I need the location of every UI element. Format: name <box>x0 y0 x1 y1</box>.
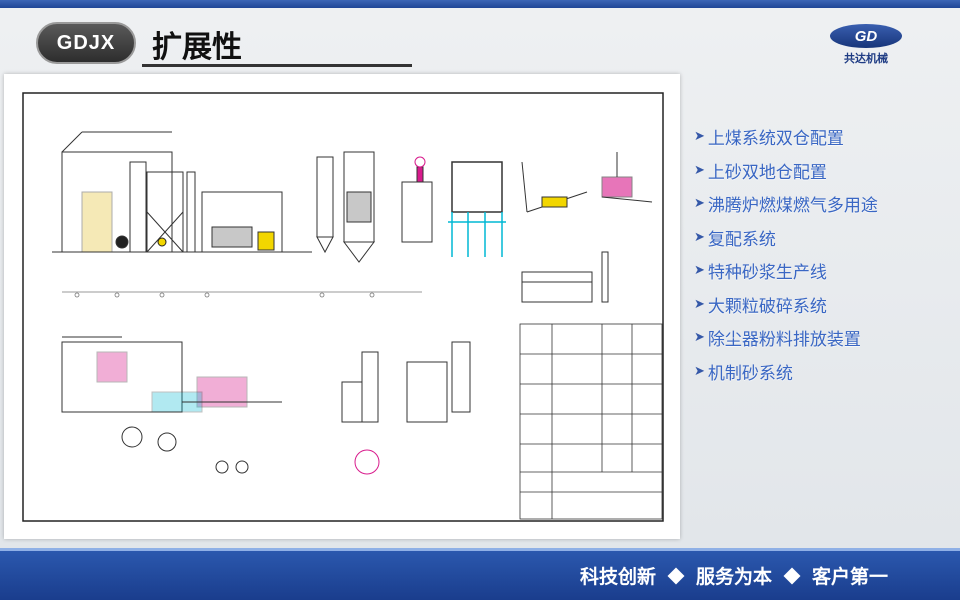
chevron-right-icon: ➤ <box>694 196 705 212</box>
drawing-panel <box>4 74 680 539</box>
slogan-service: 服务为本 <box>695 566 772 588</box>
logo-mark: GD <box>830 24 902 48</box>
list-item-label: 特种砂浆生产线 <box>707 263 827 284</box>
diamond-icon <box>667 567 685 584</box>
plan-view-left <box>61 336 282 474</box>
list-item-label: 复配系统 <box>707 229 776 250</box>
list-item-label: 除尘器粉料排放装置 <box>707 330 861 351</box>
brand-badge: GDJX <box>36 22 136 64</box>
chevron-right-icon: ➤ <box>694 263 705 279</box>
engineering-drawing <box>22 92 664 522</box>
silo-group-center <box>316 151 433 263</box>
conveyor-sketches-right <box>521 152 653 303</box>
list-item-label: 上煤系统双仓配置 <box>707 129 844 150</box>
list-item: ➤ 沸腾炉燃煤燃气多用途 <box>694 187 878 221</box>
chevron-right-icon: ➤ <box>694 330 705 346</box>
plant-elevation-left <box>52 131 312 253</box>
logo-company-name: 共达机械 <box>844 52 888 65</box>
company-logo: GD 共达机械 <box>826 22 906 66</box>
list-item: ➤ 除尘器粉料排放装置 <box>694 321 878 355</box>
chevron-right-icon: ➤ <box>694 229 705 245</box>
list-item-label: 沸腾炉燃煤燃气多用途 <box>707 196 878 217</box>
chevron-right-icon: ➤ <box>694 129 705 145</box>
top-accent-bar <box>0 0 960 8</box>
chevron-right-icon: ➤ <box>694 162 705 178</box>
footer-bar <box>0 548 960 600</box>
slogan-innovation: 科技创新 <box>579 566 656 588</box>
tower-small-center <box>341 341 471 475</box>
footer-highlight <box>0 548 960 551</box>
list-item-label: 上砂双地仓配置 <box>707 162 827 183</box>
list-item-label: 机制砂系统 <box>707 363 793 384</box>
title-underline <box>142 64 412 67</box>
dimension-labels <box>62 291 422 298</box>
feature-list: ➤ 上煤系统双仓配置 ➤ 上砂双地仓配置 ➤ 沸腾炉燃煤燃气多用途 ➤ 复配系统… <box>694 120 878 388</box>
chevron-right-icon: ➤ <box>694 296 705 312</box>
drawing-border <box>22 92 664 522</box>
title-block <box>519 323 663 520</box>
list-item: ➤ 机制砂系统 <box>694 355 878 389</box>
list-item: ➤ 特种砂浆生产线 <box>694 254 878 288</box>
diamond-icon <box>783 567 801 584</box>
list-item: ➤ 上砂双地仓配置 <box>694 154 878 188</box>
chevron-right-icon: ➤ <box>694 363 705 379</box>
list-item: ➤ 大颗粒破碎系统 <box>694 288 878 322</box>
list-item: ➤ 上煤系统双仓配置 <box>694 120 878 154</box>
silo-cyan-frame <box>448 161 506 257</box>
list-item: ➤ 复配系统 <box>694 221 878 255</box>
slogan-customer: 客户第一 <box>811 566 888 588</box>
brand-badge-text: GDJX <box>56 31 116 54</box>
page-title: 扩展性 <box>152 30 242 65</box>
footer-slogan: 科技创新 服务为本 客户第一 <box>580 562 888 589</box>
list-item-label: 大颗粒破碎系统 <box>707 296 827 317</box>
